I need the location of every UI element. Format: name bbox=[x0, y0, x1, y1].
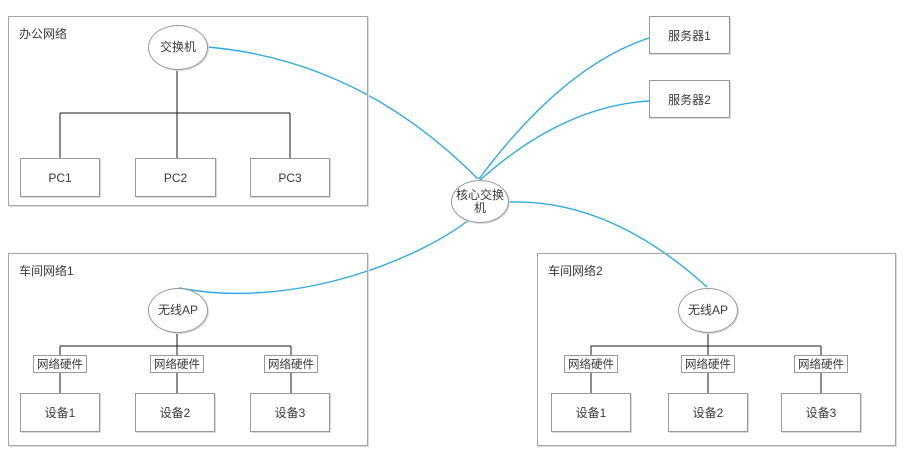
group-title-workshop1: 车间网络1 bbox=[19, 264, 74, 278]
node-pc-3[interactable]: PC3 bbox=[250, 158, 330, 197]
node-network-hardware-1-2[interactable]: 网络硬件 bbox=[150, 355, 204, 373]
node-wireless-ap-1[interactable]: 无线AP bbox=[148, 288, 208, 333]
node-pc-2[interactable]: PC2 bbox=[135, 158, 216, 197]
node-wireless-ap-2[interactable]: 无线AP bbox=[678, 288, 738, 333]
node-device-1-2[interactable]: 设备2 bbox=[135, 393, 215, 432]
node-server-1[interactable]: 服务器1 bbox=[649, 16, 730, 54]
node-device-1-3[interactable]: 设备3 bbox=[250, 393, 330, 432]
link-core-to-workshop1-ap bbox=[178, 218, 471, 295]
node-network-hardware-2-2[interactable]: 网络硬件 bbox=[681, 355, 735, 373]
node-device-1-1[interactable]: 设备1 bbox=[20, 393, 100, 432]
node-core-switch[interactable]: 核心交换机 bbox=[451, 180, 509, 223]
group-office-network[interactable]: 办公网络 bbox=[8, 16, 368, 206]
group-workshop-network-2[interactable]: 车间网络2 bbox=[537, 253, 896, 446]
node-server-2[interactable]: 服务器2 bbox=[649, 80, 730, 118]
connector-office-tree bbox=[59, 70, 291, 158]
link-office-switch-to-core bbox=[206, 46, 479, 180]
group-title-office: 办公网络 bbox=[19, 27, 68, 41]
node-network-hardware-2-3[interactable]: 网络硬件 bbox=[794, 355, 848, 373]
node-office-switch[interactable]: 交换机 bbox=[148, 25, 208, 70]
group-title-workshop2: 车间网络2 bbox=[548, 264, 603, 278]
group-workshop-network-1[interactable]: 车间网络1 bbox=[8, 253, 368, 446]
link-server2-to-core bbox=[479, 100, 650, 181]
node-device-2-1[interactable]: 设备1 bbox=[551, 393, 631, 432]
node-device-2-3[interactable]: 设备3 bbox=[781, 393, 861, 432]
link-core-to-workshop2-ap bbox=[508, 201, 708, 288]
node-network-hardware-1-1[interactable]: 网络硬件 bbox=[33, 355, 87, 373]
node-network-hardware-2-1[interactable]: 网络硬件 bbox=[564, 355, 618, 373]
link-server1-to-core bbox=[478, 37, 650, 180]
node-network-hardware-1-3[interactable]: 网络硬件 bbox=[264, 355, 318, 373]
node-device-2-2[interactable]: 设备2 bbox=[668, 393, 748, 432]
node-pc-1[interactable]: PC1 bbox=[20, 158, 100, 197]
